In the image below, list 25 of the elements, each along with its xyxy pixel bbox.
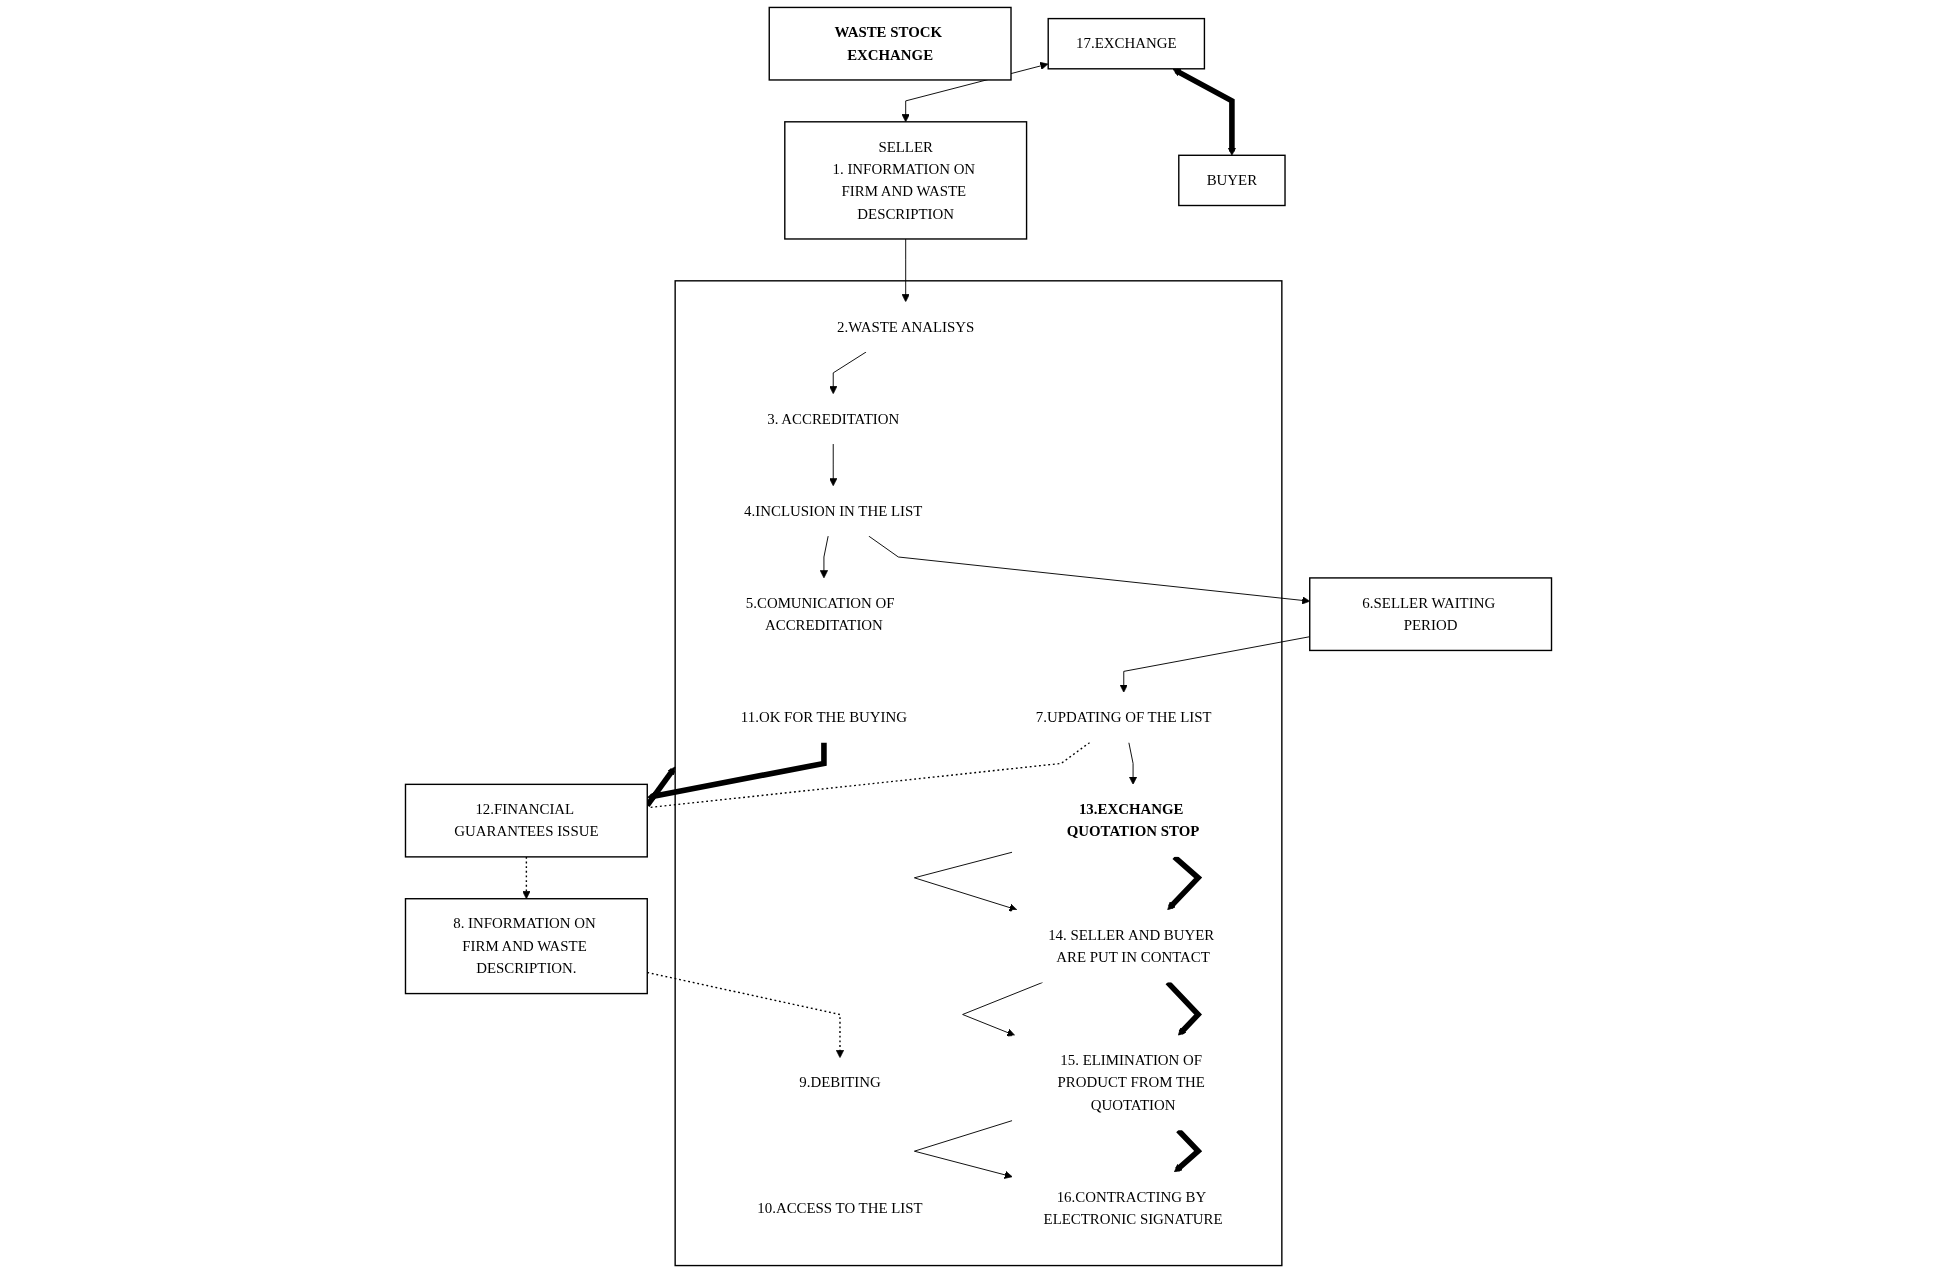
node-box: WASTE STOCK EXCHANGE [768, 6, 1012, 81]
node-text: 7.UPDATING OF THE LIST [1035, 709, 1212, 725]
node-text: 3. ACCREDITATION [767, 410, 900, 427]
node-text: 10.ACCESS TO THE LIST [757, 1200, 923, 1216]
arrow [1172, 68, 1236, 156]
node-text: 13.EXCHANGE QUOTATION STOP [1066, 801, 1200, 840]
node-box: SELLER 1. INFORMATION ON FIRM AND WASTE DESCRIPTION [784, 121, 1028, 240]
node-text: 2.WASTE ANALISYS [837, 318, 975, 335]
node-text: 14. SELLER AND BUYER ARE PUT IN CONTACT [1048, 926, 1215, 965]
node-box: 12.FINANCIAL GUARANTEES ISSUE [404, 783, 648, 858]
node-box: 8. INFORMATION ON FIRM AND WASTE DESCRIPTION. [404, 898, 648, 995]
node-text: 9.DEBITING [799, 1074, 881, 1091]
arrow [1173, 1128, 1203, 1173]
arrow [522, 856, 531, 900]
node-box: BUYER [1178, 154, 1286, 207]
arrow [1167, 854, 1203, 911]
node-box: 6.SELLER WAITING PERIOD [1309, 577, 1553, 652]
node-text: 16.CONTRACTING BY ELECTRONIC SIGNATURE [1043, 1188, 1223, 1227]
node-text: 5.COMUNICATION OF ACCREDITATION [745, 594, 895, 633]
node-text: 11.OK FOR THE BUYING [740, 709, 907, 725]
node-box: 17.EXCHANGE [1047, 17, 1206, 70]
node-text: 4.INCLUSION IN THE LIST [744, 502, 923, 519]
arrow [1165, 980, 1202, 1036]
cluster [674, 280, 1283, 1267]
node-text: 15. ELIMINATION OF PRODUCT FROM THE QUOTATION [1057, 1052, 1205, 1113]
